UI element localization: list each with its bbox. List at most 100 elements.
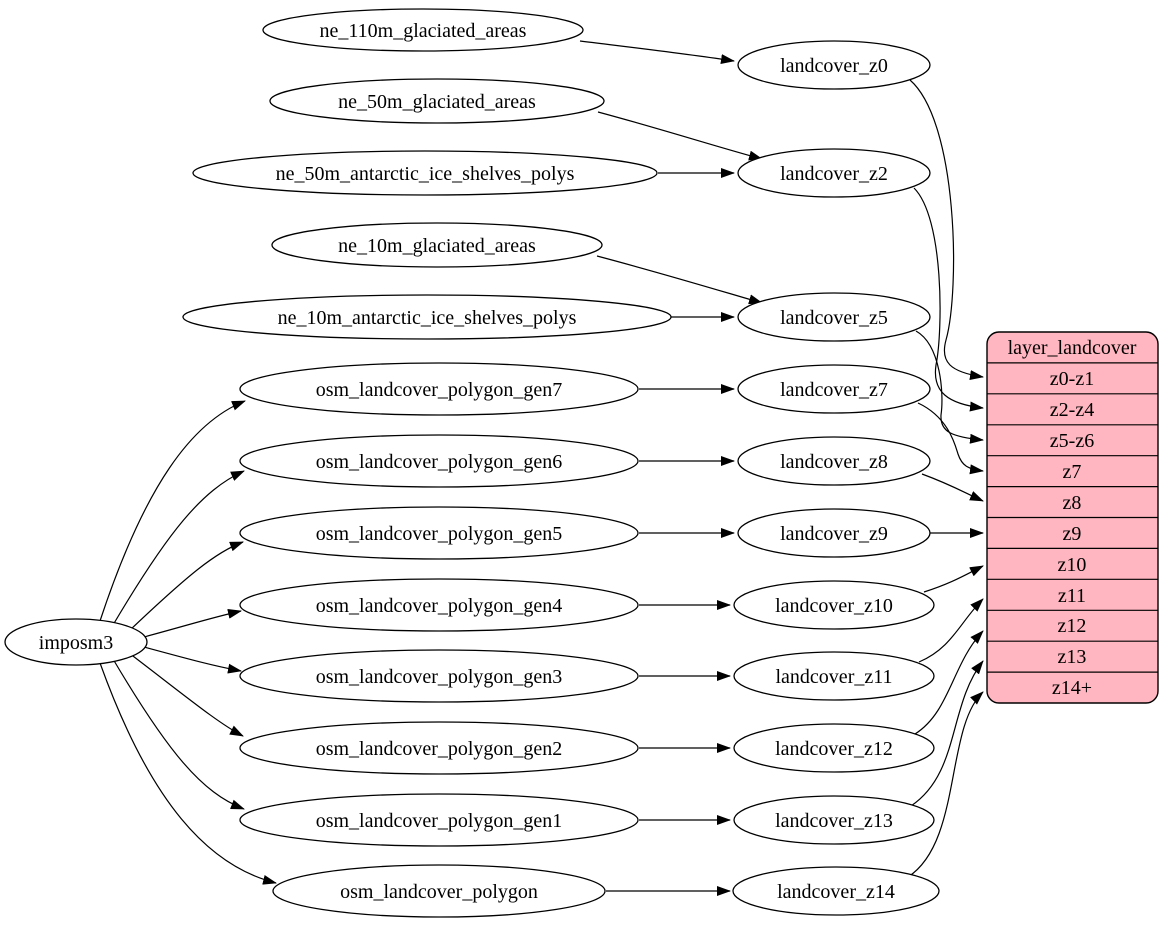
node-osm-landcover-polygon-gen4-shape xyxy=(239,578,639,632)
node-osm-landcover-polygon-label: osm_landcover_polygon xyxy=(340,881,538,903)
edge-z2-row xyxy=(913,187,984,412)
edge-imposm3-polygon xyxy=(99,662,277,885)
node-osm-landcover-polygon-gen3-label: osm_landcover_polygon_gen3 xyxy=(316,666,563,688)
node-landcover-z7: landcover_z7 xyxy=(737,364,931,414)
edge-ne10m-glaciated-z5 xyxy=(596,255,763,305)
node-landcover-z5-shape xyxy=(737,292,931,342)
node-landcover-z2: landcover_z2 xyxy=(737,148,931,198)
edge-ne110m-z0 xyxy=(579,40,735,64)
node-ne-50m-glaciated-areas: ne_50m_glaciated_areas xyxy=(269,78,605,124)
node-ne-10m-glaciated-areas-shape xyxy=(271,222,603,268)
node-osm-landcover-polygon-gen6-shape xyxy=(239,434,639,488)
node-osm-landcover-polygon-gen3-shape xyxy=(239,649,639,703)
record-layer-landcover: layer_landcover z0-z1 z2-z4 z5-z6 z7 z8 … xyxy=(986,331,1159,704)
record-row-z8: z8 xyxy=(1063,492,1082,514)
node-landcover-z10: landcover_z10 xyxy=(733,580,935,630)
record-row-z14plus: z14+ xyxy=(1052,677,1092,699)
node-osm-landcover-polygon-gen4-label: osm_landcover_polygon_gen4 xyxy=(316,595,563,617)
node-osm-landcover-polygon-gen5-label: osm_landcover_polygon_gen5 xyxy=(316,523,563,545)
node-osm-landcover-polygon-gen4: osm_landcover_polygon_gen4 xyxy=(239,578,639,632)
node-landcover-z14: landcover_z14 xyxy=(732,866,940,916)
node-osm-landcover-polygon-gen3: osm_landcover_polygon_gen3 xyxy=(239,649,639,703)
node-landcover-z14-shape xyxy=(732,866,940,916)
node-ne-50m-glaciated-areas-label: ne_50m_glaciated_areas xyxy=(338,91,536,113)
node-ne-50m-glaciated-areas-shape xyxy=(269,78,605,124)
edge-imposm3-gen1 xyxy=(112,658,245,810)
edge-z14-row xyxy=(907,691,984,878)
edge-z8-row xyxy=(921,473,984,502)
node-imposm3-label: imposm3 xyxy=(39,632,113,654)
record-row-z12: z12 xyxy=(1058,615,1087,637)
node-landcover-z12: landcover_z12 xyxy=(733,723,935,773)
node-osm-landcover-polygon-gen1-shape xyxy=(239,793,639,847)
node-landcover-z9-label: landcover_z9 xyxy=(780,523,888,545)
node-osm-landcover-polygon-gen2-shape xyxy=(239,721,639,775)
record-row-z10: z10 xyxy=(1058,554,1087,576)
node-ne-10m-antarctic-ice-shelves-polys-label: ne_10m_antarctic_ice_shelves_polys xyxy=(278,307,577,329)
node-landcover-z12-label: landcover_z12 xyxy=(775,738,893,760)
record-row-z5-z6: z5-z6 xyxy=(1050,430,1094,452)
node-landcover-z9: landcover_z9 xyxy=(737,508,931,558)
node-imposm3: imposm3 xyxy=(4,618,148,666)
record-row-z0-z1: z0-z1 xyxy=(1050,368,1094,390)
edge-z11-row xyxy=(918,598,984,663)
edge-imposm3-gen4 xyxy=(143,608,242,638)
record-row-z7: z7 xyxy=(1063,461,1082,483)
node-osm-landcover-polygon: osm_landcover_polygon xyxy=(272,864,606,918)
node-landcover-z10-label: landcover_z10 xyxy=(775,595,893,617)
node-ne-50m-antarctic-ice-shelves-polys-shape xyxy=(192,150,658,196)
node-ne-10m-glaciated-areas: ne_10m_glaciated_areas xyxy=(271,222,603,268)
node-landcover-z7-label: landcover_z7 xyxy=(780,379,888,401)
node-landcover-z13-shape xyxy=(733,795,935,845)
node-landcover-z8-shape xyxy=(737,436,931,486)
record-row-z9: z9 xyxy=(1063,523,1082,545)
record-row-z11: z11 xyxy=(1058,585,1086,607)
edge-z0-row xyxy=(909,79,984,380)
edge-z5-row xyxy=(915,330,984,444)
node-osm-landcover-polygon-shape xyxy=(272,864,606,918)
node-landcover-z10-shape xyxy=(733,580,935,630)
node-osm-landcover-polygon-gen7: osm_landcover_polygon_gen7 xyxy=(239,362,639,416)
record-row-z2-z4: z2-z4 xyxy=(1050,399,1094,421)
node-landcover-z11: landcover_z11 xyxy=(733,651,935,701)
node-landcover-z2-label: landcover_z2 xyxy=(780,163,888,185)
node-imposm3-shape xyxy=(4,618,148,666)
node-landcover-z8-label: landcover_z8 xyxy=(780,451,888,473)
node-landcover-z0-label: landcover_z0 xyxy=(780,55,888,77)
node-landcover-z0: landcover_z0 xyxy=(737,40,931,90)
node-landcover-z11-shape xyxy=(733,651,935,701)
node-osm-landcover-polygon-gen1-label: osm_landcover_polygon_gen1 xyxy=(316,810,563,832)
nodes: imposm3 ne_110m_glaciated_areas ne_50m_g… xyxy=(4,8,940,918)
edge-z7-row xyxy=(917,402,984,475)
edges xyxy=(99,40,984,896)
node-osm-landcover-polygon-gen7-shape xyxy=(239,362,639,416)
edge-imposm3-gen7 xyxy=(99,400,246,622)
node-osm-landcover-polygon-gen5-shape xyxy=(239,506,639,560)
node-landcover-z11-label: landcover_z11 xyxy=(776,666,893,688)
node-ne-10m-antarctic-ice-shelves-polys-shape xyxy=(182,294,672,340)
node-ne-10m-antarctic-ice-shelves-polys: ne_10m_antarctic_ice_shelves_polys xyxy=(182,294,672,340)
node-osm-landcover-polygon-gen6: osm_landcover_polygon_gen6 xyxy=(239,434,639,488)
node-ne-110m-glaciated-areas-label: ne_110m_glaciated_areas xyxy=(320,20,527,42)
node-ne-50m-antarctic-ice-shelves-polys-label: ne_50m_antarctic_ice_shelves_polys xyxy=(276,163,575,185)
node-osm-landcover-polygon-gen2: osm_landcover_polygon_gen2 xyxy=(239,721,639,775)
node-landcover-z14-label: landcover_z14 xyxy=(777,881,895,903)
node-osm-landcover-polygon-gen1: osm_landcover_polygon_gen1 xyxy=(239,793,639,847)
node-landcover-z2-shape xyxy=(737,148,931,198)
node-landcover-z8: landcover_z8 xyxy=(737,436,931,486)
node-landcover-z7-shape xyxy=(737,364,931,414)
node-landcover-z9-shape xyxy=(737,508,931,558)
node-osm-landcover-polygon-gen2-label: osm_landcover_polygon_gen2 xyxy=(316,738,563,760)
node-ne-110m-glaciated-areas: ne_110m_glaciated_areas xyxy=(262,8,584,52)
node-landcover-z5: landcover_z5 xyxy=(737,292,931,342)
node-osm-landcover-polygon-gen5: osm_landcover_polygon_gen5 xyxy=(239,506,639,560)
edge-imposm3-gen2 xyxy=(128,652,244,737)
node-landcover-z5-label: landcover_z5 xyxy=(780,307,888,329)
record-row-z13: z13 xyxy=(1058,646,1087,668)
node-landcover-z13-label: landcover_z13 xyxy=(775,810,893,832)
node-osm-landcover-polygon-gen6-label: osm_landcover_polygon_gen6 xyxy=(316,451,563,473)
edge-imposm3-gen5 xyxy=(128,541,244,632)
record-title: layer_landcover xyxy=(1008,337,1137,359)
edge-imposm3-gen3 xyxy=(143,646,242,674)
